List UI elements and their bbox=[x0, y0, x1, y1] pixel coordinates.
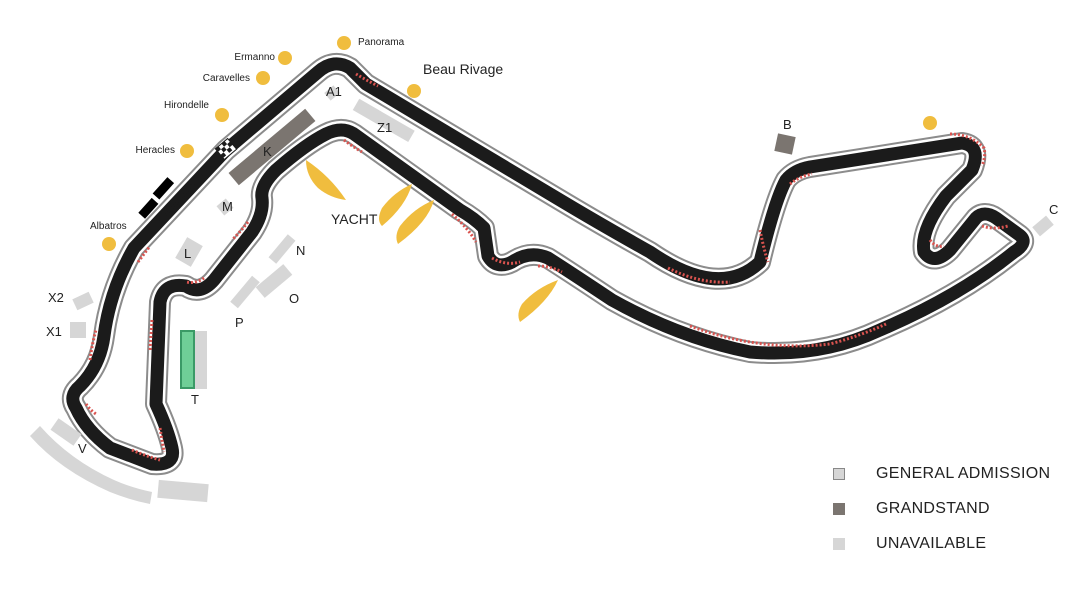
yacht-areas bbox=[306, 160, 558, 322]
label-stand-A1: A1 bbox=[326, 84, 342, 99]
legend-unavailable: UNAVAILABLE bbox=[833, 526, 1083, 561]
stands-layer bbox=[30, 85, 1054, 504]
yacht-1 bbox=[306, 160, 346, 200]
stand-X2[interactable] bbox=[72, 291, 94, 311]
poi-b-marker bbox=[923, 116, 937, 130]
legend: GENERAL ADMISSION GRANDSTAND UNAVAILABLE bbox=[833, 456, 1083, 561]
map-labels: Panorama Ermanno Caravelles Beau Rivage … bbox=[46, 37, 1058, 456]
stand-B[interactable] bbox=[774, 133, 796, 155]
stand-C[interactable] bbox=[1032, 215, 1054, 237]
label-stand-Z1: Z1 bbox=[377, 120, 392, 135]
stand-N[interactable] bbox=[268, 234, 296, 264]
poi-markers bbox=[102, 36, 937, 251]
poi-caravelles-marker bbox=[256, 71, 270, 85]
poi-beau-rivage-marker bbox=[407, 84, 421, 98]
stand-X1[interactable] bbox=[70, 322, 86, 338]
label-stand-T: T bbox=[191, 392, 199, 407]
label-stand-B: B bbox=[783, 117, 792, 132]
stand-A1[interactable] bbox=[324, 85, 340, 101]
poi-hirondelle-marker bbox=[215, 108, 229, 122]
stand-T-unavailable bbox=[194, 331, 207, 389]
pit-lane bbox=[138, 157, 218, 223]
label-albatros: Albatros bbox=[90, 221, 127, 232]
stand-O[interactable] bbox=[255, 264, 293, 298]
yacht-4 bbox=[518, 280, 558, 322]
label-stand-X1: X1 bbox=[46, 324, 62, 339]
unavailable-swatch bbox=[833, 537, 845, 550]
label-stand-X2: X2 bbox=[48, 290, 64, 305]
label-stand-P: P bbox=[235, 315, 244, 330]
stand-P[interactable] bbox=[230, 275, 260, 309]
label-stand-N: N bbox=[296, 243, 305, 258]
stand-M[interactable] bbox=[216, 198, 234, 216]
stand-Z1[interactable] bbox=[352, 98, 415, 143]
legend-unavailable-label: UNAVAILABLE bbox=[876, 534, 987, 552]
label-beau-rivage: Beau Rivage bbox=[423, 61, 503, 77]
label-panorama: Panorama bbox=[358, 37, 405, 48]
stand-K[interactable] bbox=[228, 108, 316, 186]
poi-ermanno-marker bbox=[278, 51, 292, 65]
stand-V-curve[interactable] bbox=[30, 426, 152, 504]
label-stand-M: M bbox=[222, 199, 233, 214]
start-finish-line bbox=[214, 137, 238, 161]
yacht-2 bbox=[379, 184, 412, 226]
yacht-3 bbox=[396, 200, 434, 244]
legend-grandstand-label: GRANDSTAND bbox=[876, 499, 990, 517]
poi-panorama-marker bbox=[337, 36, 351, 50]
label-yacht: YACHT bbox=[331, 211, 378, 227]
label-stand-L: L bbox=[184, 246, 191, 261]
general-admission-swatch bbox=[833, 467, 845, 480]
label-stand-K: K bbox=[263, 144, 272, 159]
label-stand-C: C bbox=[1049, 202, 1058, 217]
poi-albatros-marker bbox=[102, 237, 116, 251]
label-stand-O: O bbox=[289, 291, 299, 306]
kerbs bbox=[84, 72, 1009, 462]
label-stand-V: V bbox=[78, 441, 87, 456]
stand-T[interactable] bbox=[180, 330, 195, 389]
label-ermanno: Ermanno bbox=[234, 52, 275, 63]
grandstand-swatch bbox=[833, 502, 845, 515]
legend-grandstand: GRANDSTAND bbox=[833, 491, 1083, 526]
legend-general-admission: GENERAL ADMISSION bbox=[833, 456, 1083, 491]
stand-V-right[interactable] bbox=[157, 479, 209, 503]
label-heracles: Heracles bbox=[136, 145, 175, 156]
legend-general-admission-label: GENERAL ADMISSION bbox=[876, 464, 1051, 482]
stand-V[interactable] bbox=[50, 418, 82, 446]
poi-heracles-marker bbox=[180, 144, 194, 158]
stand-L[interactable] bbox=[175, 237, 203, 267]
label-caravelles: Caravelles bbox=[203, 73, 250, 84]
race-track bbox=[61, 52, 1035, 476]
label-hirondelle: Hirondelle bbox=[164, 100, 209, 111]
